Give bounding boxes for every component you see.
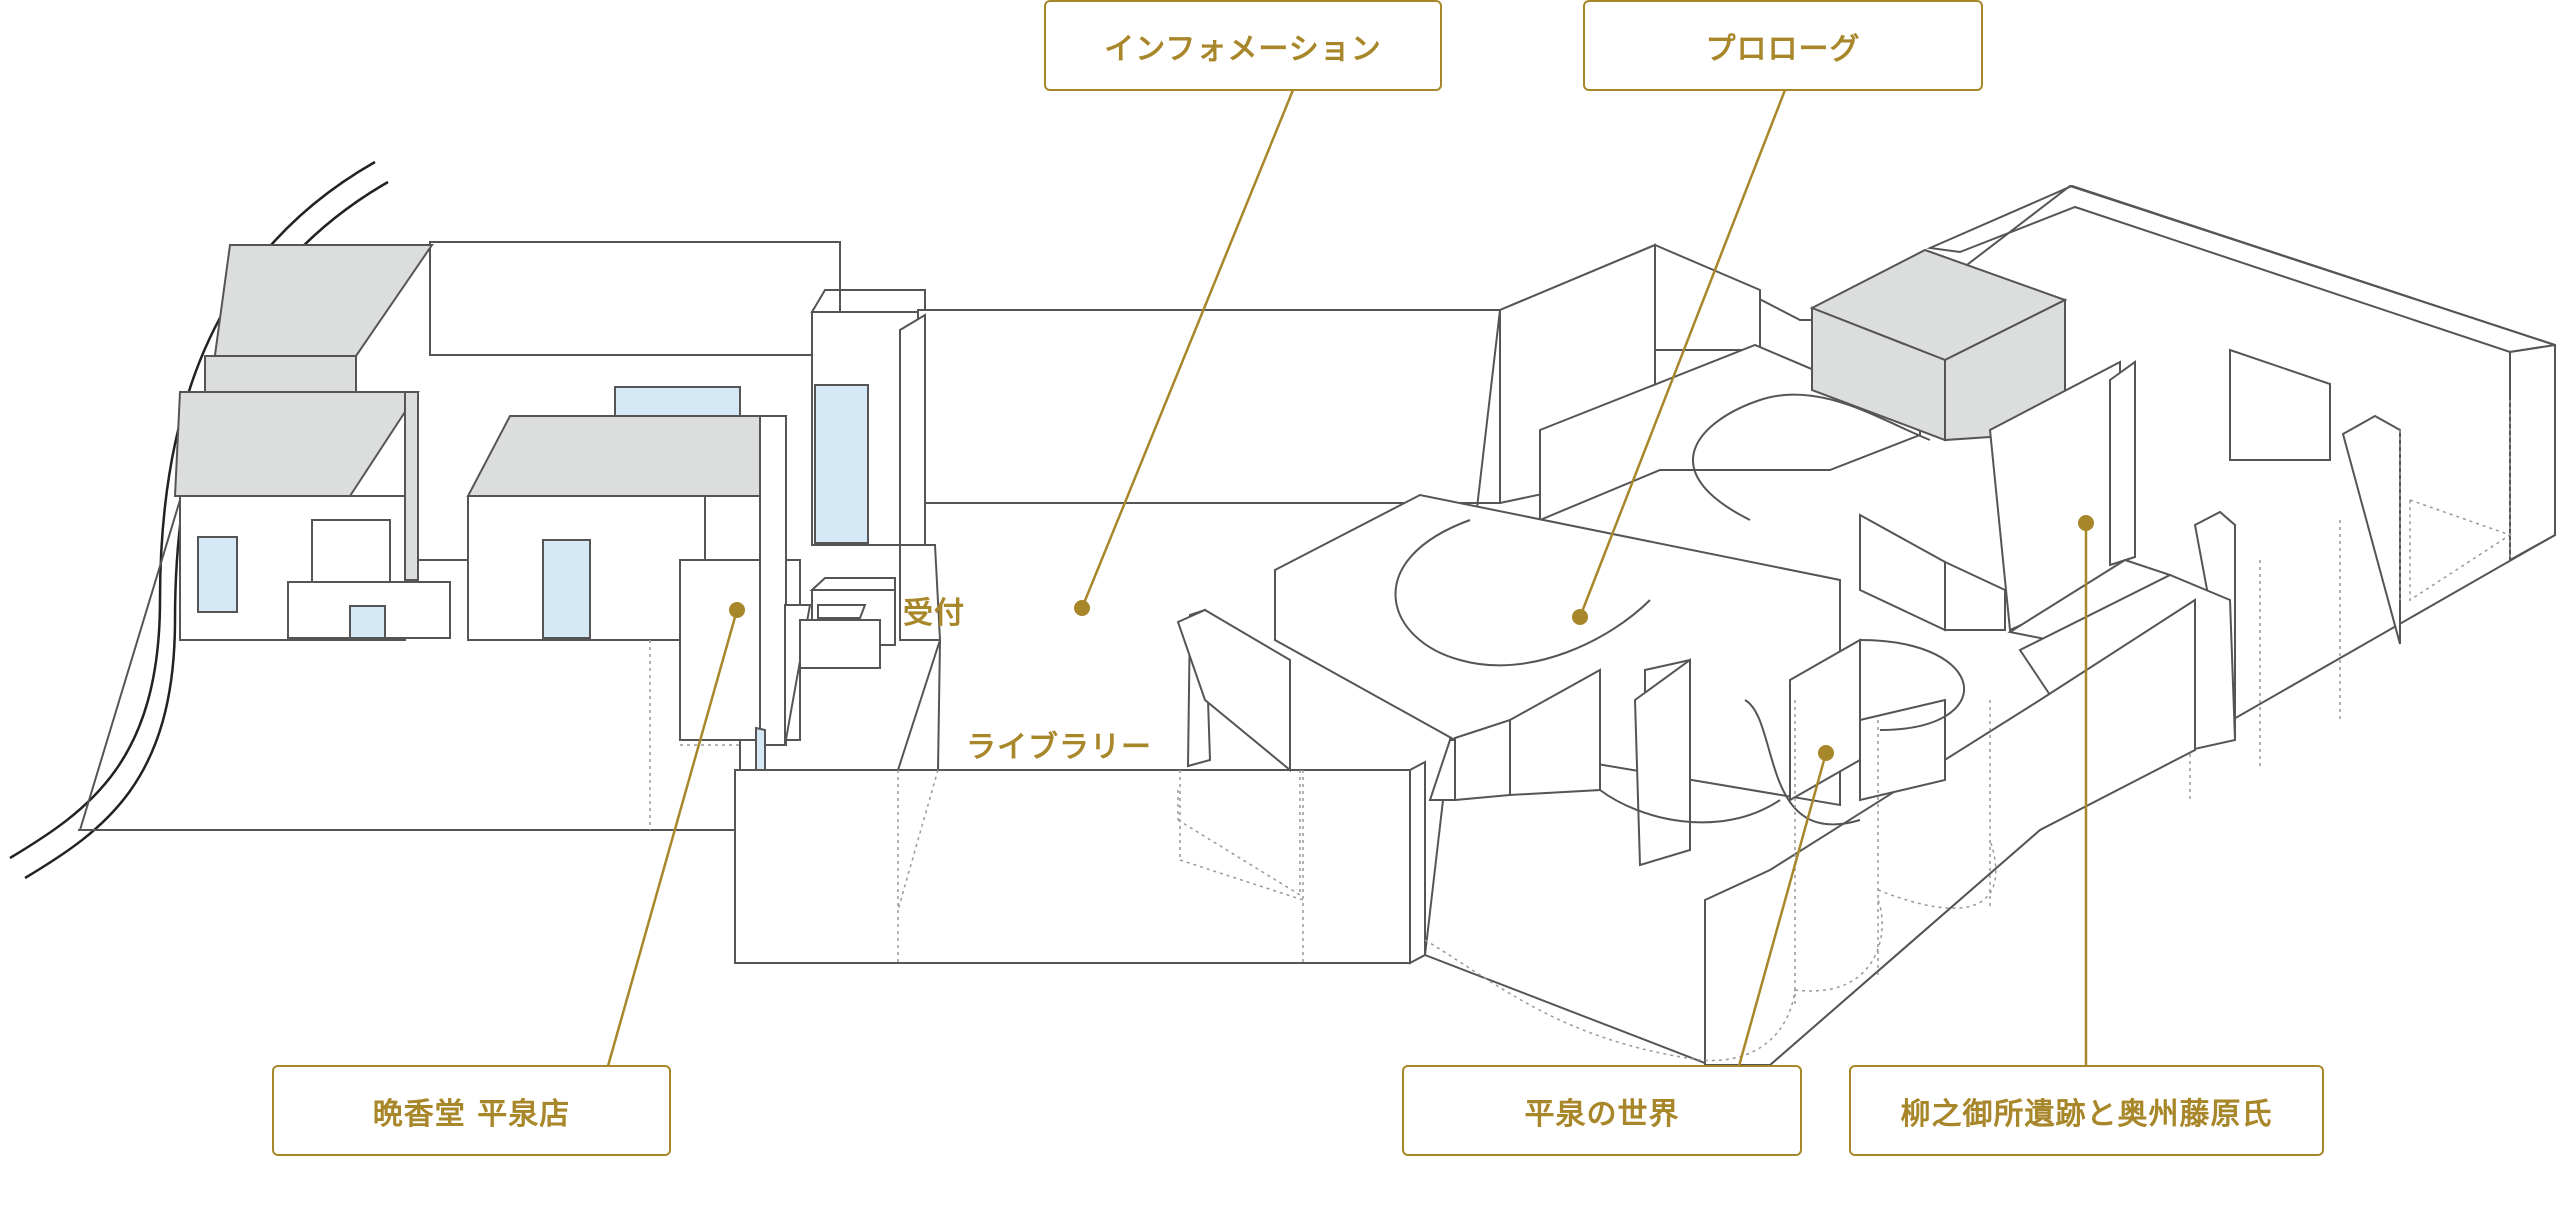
information-pin: [1074, 600, 1090, 616]
callout-prologue[interactable]: プロローグ: [1583, 0, 1983, 91]
hiraizumi-world-pin: [1818, 745, 1834, 761]
callout-hiraizumi-world[interactable]: 平泉の世界: [1402, 1065, 1802, 1156]
reception-label: 受付: [903, 596, 965, 631]
shop-pin: [729, 602, 745, 618]
callout-shop[interactable]: 晩香堂 平泉店: [272, 1065, 671, 1156]
shop-building: [78, 241, 926, 831]
library-label: ライブラリー: [966, 730, 1152, 765]
lobby-walls: [734, 309, 1501, 965]
leader-lines: [606, 89, 2094, 1067]
prologue-pin: [1572, 609, 1588, 625]
yanagi-pin: [2078, 515, 2094, 531]
reception-desk: [799, 577, 896, 669]
callout-information[interactable]: インフォメーション: [1044, 0, 1442, 91]
callout-yanagi[interactable]: 柳之御所遺跡と奥州藤原氏: [1849, 1065, 2324, 1156]
